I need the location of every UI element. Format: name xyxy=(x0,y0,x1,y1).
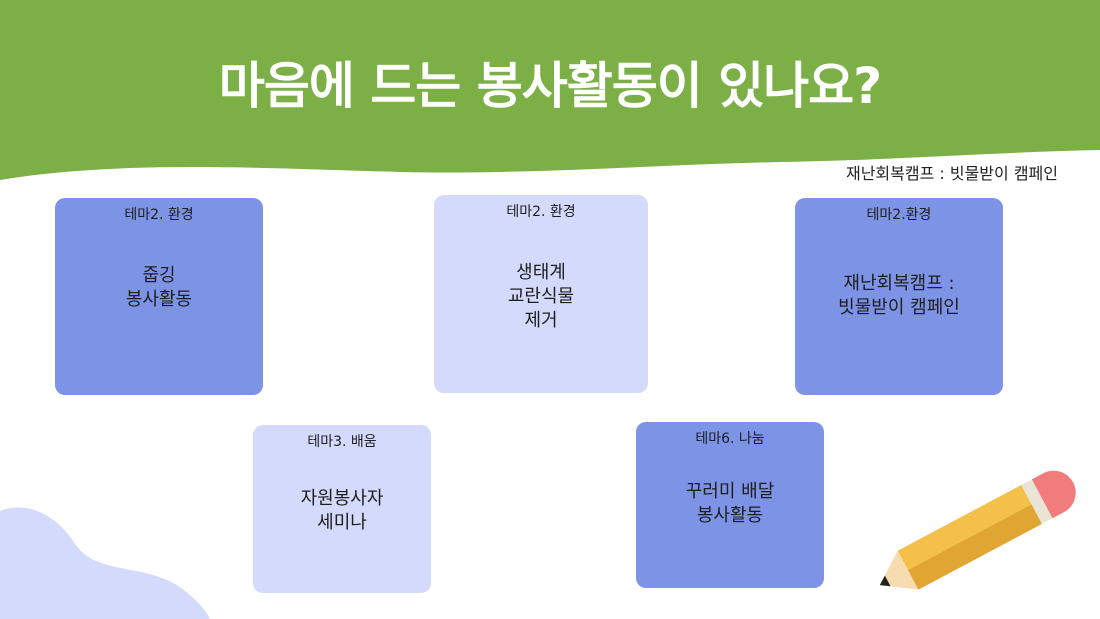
card-body: 꾸러미 배달 봉사활동 xyxy=(685,481,775,526)
header-banner xyxy=(0,0,1100,180)
card-body: 자원봉사자 세미나 xyxy=(300,488,384,533)
card-tag: 테마2. 환경 xyxy=(506,204,576,220)
card-tag: 테마6. 나눔 xyxy=(695,431,765,447)
card-plogging[interactable]: 테마2. 환경 줍깅 봉사활동 xyxy=(55,198,263,395)
page-title: 마음에 드는 봉사활동이 있나요? xyxy=(218,57,882,115)
card-invasive-plants[interactable]: 테마2. 환경 생태계 교란식물 제거 xyxy=(434,195,648,393)
caption-text: 재난회복캠프 : 빗물받이 캠페인 xyxy=(845,164,1058,183)
card-disaster-camp[interactable]: 테마2.환경 재난회복캠프 : 빗물받이 캠페인 xyxy=(795,198,1003,395)
card-volunteer-seminar[interactable]: 테마3. 배움 자원봉사자 세미나 xyxy=(253,425,431,593)
card-body: 재난회복캠프 : 빗물받이 캠페인 xyxy=(838,273,960,318)
card-tag: 테마2.환경 xyxy=(866,207,932,223)
card-tag: 테마2. 환경 xyxy=(124,207,194,223)
decorative-blob xyxy=(0,507,210,619)
card-body: 생태계 교란식물 제거 xyxy=(507,262,575,331)
pencil-icon xyxy=(879,470,1076,590)
card-body: 줍깅 봉사활동 xyxy=(125,265,193,310)
card-tag: 테마3. 배움 xyxy=(307,434,377,450)
card-package-delivery[interactable]: 테마6. 나눔 꾸러미 배달 봉사활동 xyxy=(636,422,824,588)
